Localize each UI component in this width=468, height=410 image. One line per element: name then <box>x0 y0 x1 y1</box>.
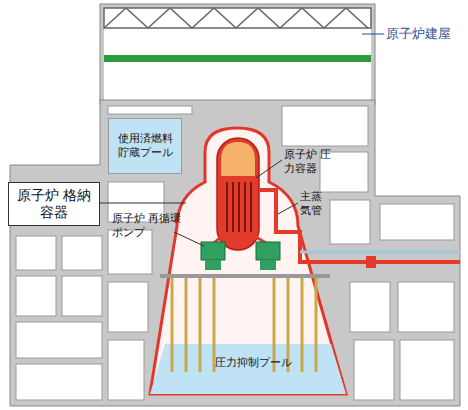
fuel-core <box>227 182 251 232</box>
room <box>350 282 390 332</box>
leader-line <box>362 34 384 35</box>
vent-pipes <box>172 276 316 372</box>
leader-line <box>100 203 186 204</box>
crane-rail <box>104 55 371 62</box>
steam-pipe-label: 主蒸 気管 <box>300 190 328 218</box>
node-text: 使用済燃料 貯蔵プール <box>114 132 176 160</box>
pump-motor <box>205 260 221 270</box>
room <box>62 236 102 270</box>
pressure-vessel <box>217 138 259 250</box>
recirculation-pump <box>256 242 280 260</box>
room <box>108 340 144 400</box>
leader-line <box>256 160 282 178</box>
spent-fuel-pool: 使用済燃料 貯蔵プール <box>108 118 182 174</box>
leader-line <box>278 203 298 214</box>
leader-line <box>174 232 204 246</box>
pump-motor <box>260 260 276 270</box>
building-label: 原子炉建屋 <box>386 26 466 42</box>
vessel-label: 原子炉 圧力容器 <box>284 148 334 176</box>
leader-lines <box>100 34 384 246</box>
diaphragm-floor <box>160 274 330 278</box>
room <box>16 322 102 358</box>
room <box>400 340 454 400</box>
room <box>108 106 192 114</box>
node-text: 原子炉 格納容器 <box>14 187 94 221</box>
valve <box>366 256 376 268</box>
feedwater-pipe <box>300 251 460 254</box>
room <box>16 236 56 270</box>
roof-truss <box>104 8 371 28</box>
room <box>330 200 370 244</box>
vessel-steam-space <box>221 142 255 176</box>
room <box>380 204 454 240</box>
room <box>398 282 454 332</box>
pump-label: 原子炉 再循環ポンプ <box>112 212 192 240</box>
roof-space <box>104 8 371 100</box>
room <box>16 276 56 316</box>
room <box>108 282 148 332</box>
room <box>16 364 102 400</box>
room <box>62 276 102 316</box>
roof-structure <box>100 4 375 104</box>
room <box>282 106 368 146</box>
building-wall <box>10 100 460 406</box>
suppression-pool: 圧力抑制プール <box>178 352 328 374</box>
main-steam-pipe <box>259 190 460 262</box>
node-text: 圧力抑制プール <box>215 356 292 370</box>
recirculation-pump <box>201 242 225 260</box>
callout-box: 原子炉 格納容器 <box>8 182 100 226</box>
truss-web <box>104 8 368 28</box>
room <box>354 340 394 400</box>
